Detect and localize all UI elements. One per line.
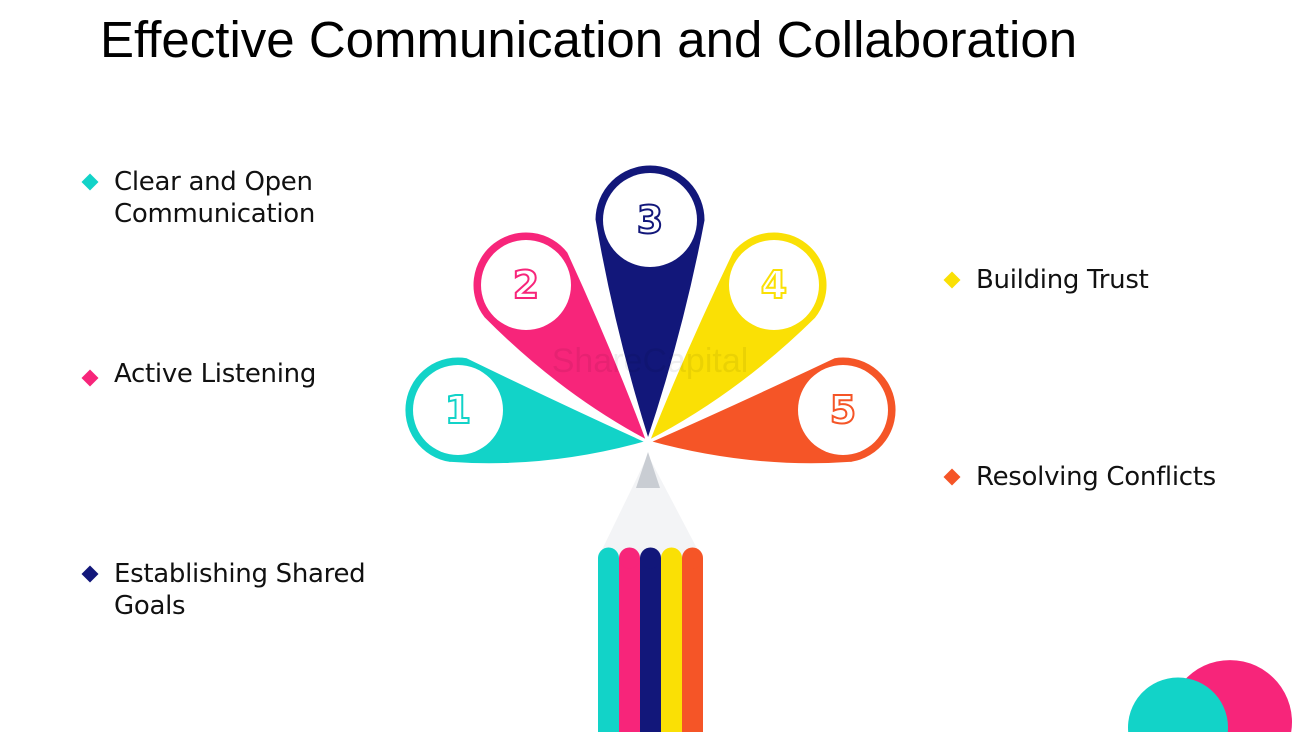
pencil-stripe (661, 558, 682, 732)
petal-number-circle (729, 240, 819, 330)
petal-number: 3 (637, 198, 663, 242)
petal-number-circle (603, 173, 697, 267)
bullet-item-1: Clear and Open Communication (81, 166, 374, 230)
pencil-stripe (640, 558, 661, 732)
bullet-label: Building Trust (976, 265, 1149, 295)
pencil-stripe-cap (619, 547, 640, 569)
pencil-stripe-cap (661, 547, 682, 569)
pencil-body (598, 547, 703, 732)
petal-2: 2 (470, 229, 651, 446)
petal-number: 5 (830, 388, 856, 432)
bullet-label: Establishing Shared Goals (114, 559, 366, 621)
petal-number-circle (798, 365, 888, 455)
bullet-label: Clear and Open Communication (114, 167, 316, 229)
bullet-item-3: Establishing Shared Goals (81, 558, 394, 622)
bullet-label: Active Listening (114, 359, 317, 389)
bullet-item-5: Resolving Conflicts (943, 461, 1276, 493)
bullet-label: Resolving Conflicts (976, 462, 1216, 492)
petal-number: 4 (761, 263, 787, 307)
slide-title: Effective Communication and Collaboratio… (100, 11, 1078, 68)
pencil-stripe (619, 558, 640, 732)
pencil-stripe (682, 558, 703, 732)
petal-5: 5 (643, 354, 899, 467)
pencil-stripe-cap (598, 547, 619, 569)
pencil-stripe-cap (640, 547, 661, 569)
pencil-cone (598, 455, 702, 558)
bullet-item-2: Active Listening (81, 358, 374, 390)
pencil-tip (636, 452, 660, 488)
petal-number: 2 (513, 263, 539, 307)
petal-number: 1 (445, 388, 471, 432)
petal-3: 3 (592, 162, 708, 447)
petal-number-circle (481, 240, 571, 330)
petal-number-circle (413, 365, 503, 455)
pencil-stripe (598, 558, 619, 732)
decor-circle-teal (1128, 677, 1229, 732)
bullet-item-4: Building Trust (943, 264, 1276, 296)
watermark: ShareCapital (552, 342, 749, 380)
petal-4: 4 (645, 229, 830, 446)
pencil-stripe-cap (682, 547, 703, 569)
petal-1: 1 (402, 354, 653, 467)
